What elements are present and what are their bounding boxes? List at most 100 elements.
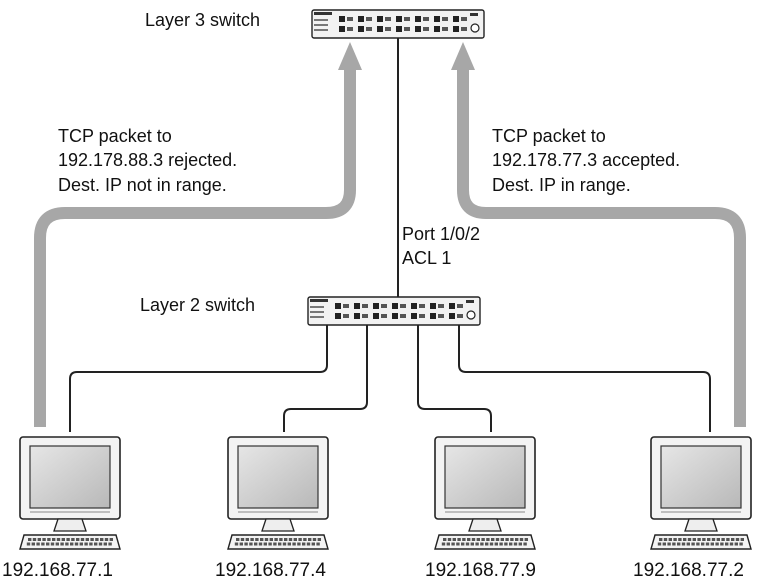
rejected-annotation-line-1: TCP packet to: [58, 126, 172, 146]
keyboard-key: [692, 538, 696, 541]
keyboard-key: [50, 542, 55, 546]
switch-logo: [470, 13, 478, 16]
computer-2-ip: 192.168.77.4: [215, 560, 326, 581]
keyboard-key: [494, 542, 498, 546]
switch-port: [438, 304, 444, 308]
keyboard-key: [71, 538, 75, 541]
switch-port: [430, 313, 436, 319]
keyboard-key: [32, 538, 37, 541]
keyboard-key: [524, 538, 528, 541]
keyboard-key: [481, 538, 485, 541]
switch-port: [347, 17, 353, 21]
keyboard-key: [239, 542, 243, 546]
switch-port: [457, 314, 463, 318]
keyboard-icon: [650, 534, 752, 550]
keyboard-key: [504, 542, 508, 546]
keyboard-key: [740, 538, 744, 541]
keyboard-key: [475, 542, 479, 546]
keyboard-key: [90, 538, 94, 541]
switch-port: [411, 313, 417, 319]
monitor-screen: [237, 445, 319, 509]
keyboard-key: [80, 538, 85, 541]
switch-port: [419, 314, 425, 318]
switch-port: [396, 16, 402, 22]
keyboard-key: [673, 538, 677, 541]
cable-pc1: [69, 325, 328, 432]
keyboard-key: [28, 538, 32, 541]
switch-port: [461, 17, 467, 21]
keyboard-key: [95, 538, 99, 541]
keyboard-key: [707, 538, 711, 541]
keyboard-key: [523, 542, 527, 546]
switch-port: [457, 304, 463, 308]
keyboard-key: [711, 538, 716, 541]
switch-port: [396, 26, 402, 32]
switch-chassis: [307, 296, 481, 326]
keyboard-key: [47, 538, 51, 541]
keyboard-key: [249, 542, 253, 546]
keyboard-key: [306, 542, 311, 546]
keyboard-key: [31, 542, 35, 546]
keyboard-key: [108, 542, 112, 546]
keyboard-key: [279, 538, 283, 541]
switch-port: [373, 313, 379, 319]
switch-port: [373, 303, 379, 309]
keyboard-key: [518, 542, 522, 546]
switch-port: [354, 303, 360, 309]
keyboard-key: [37, 538, 41, 541]
switch-port: [385, 17, 391, 21]
keyboard-key: [264, 538, 269, 541]
switch-port: [442, 27, 448, 31]
keyboard-key: [103, 542, 107, 546]
monitor-stand: [261, 518, 295, 532]
keyboard-key: [65, 542, 69, 546]
keyboard-key: [85, 538, 89, 541]
cable-pc3: [417, 325, 492, 432]
keyboard-key: [491, 538, 495, 541]
keyboard-key: [462, 538, 466, 541]
keyboard-key: [681, 542, 686, 546]
keyboard-key: [461, 542, 465, 546]
monitor-screen: [29, 445, 111, 509]
keyboard-key: [726, 538, 730, 541]
keyboard-key: [662, 542, 666, 546]
monitor-screen: [660, 445, 742, 509]
keyboard-key: [36, 542, 40, 546]
switch-port: [343, 304, 349, 308]
cable-pc4: [458, 325, 711, 432]
keyboard-key: [297, 542, 301, 546]
keyboard-key: [446, 542, 450, 546]
switch-port: [339, 26, 345, 32]
keyboard-key: [273, 542, 277, 546]
keyboard-key: [452, 538, 456, 541]
keyboard-key: [485, 542, 489, 546]
monitor-stand: [468, 518, 502, 532]
layer2-switch-label: Layer 2 switch: [140, 295, 255, 315]
computer-4-ip: 192.168.77.2: [633, 560, 744, 581]
computer-3-ip: 192.168.77.9: [425, 560, 536, 581]
switch-port: [366, 27, 372, 31]
keyboard-key: [457, 538, 461, 541]
switch-port: [392, 303, 398, 309]
switch-port: [415, 16, 421, 22]
keyboard-key: [245, 538, 249, 541]
switch-port: [385, 27, 391, 31]
switch-port: [434, 16, 440, 22]
keyboard-key: [282, 542, 287, 546]
keyboard-key: [519, 538, 524, 541]
keyboard-key: [731, 538, 735, 541]
keyboard-key: [55, 542, 59, 546]
switch-port: [434, 26, 440, 32]
keyboard-key: [278, 542, 282, 546]
switch-port: [423, 17, 429, 21]
switch-port: [449, 303, 455, 309]
keyboard-key: [663, 538, 668, 541]
keyboard-key: [109, 538, 113, 541]
switch-port: [404, 17, 410, 21]
keyboard-key: [244, 542, 248, 546]
switch-port: [442, 17, 448, 21]
switch-brand-mark: [310, 299, 328, 302]
keyboard-key: [657, 542, 662, 546]
keyboard-key: [302, 542, 306, 546]
keyboard-key: [667, 542, 671, 546]
